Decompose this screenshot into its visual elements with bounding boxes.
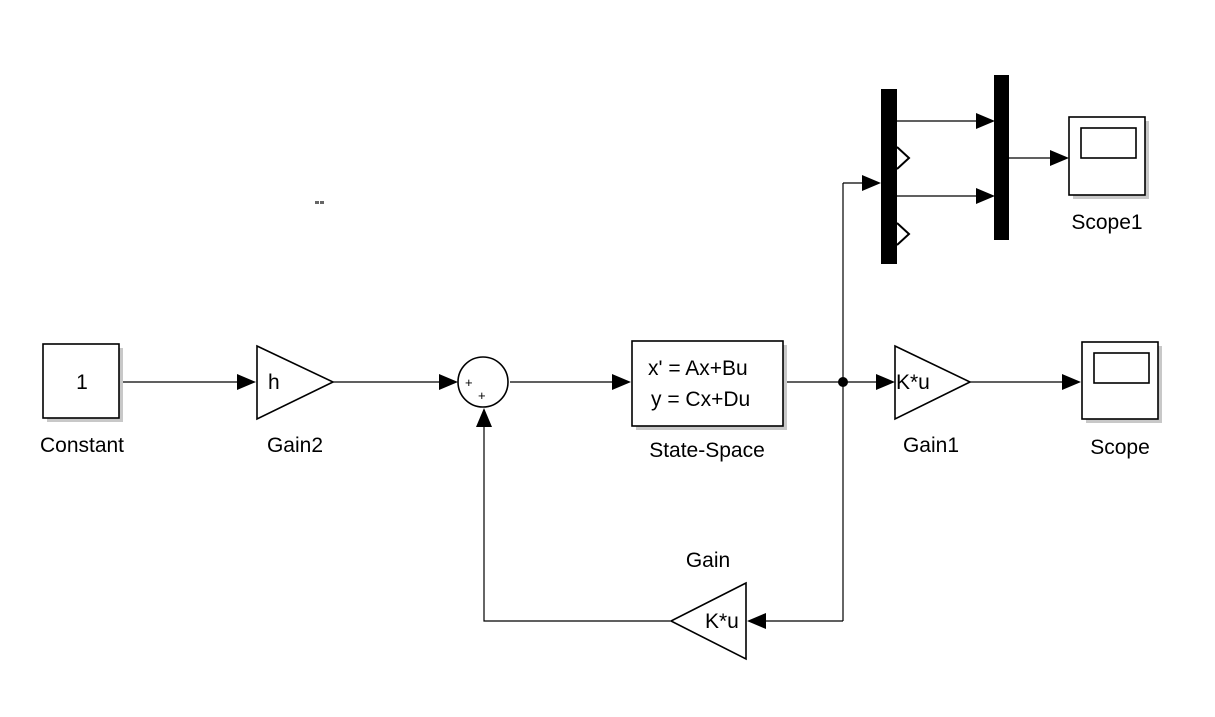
demux-bar bbox=[881, 89, 897, 264]
gain-triangle bbox=[669, 581, 747, 661]
sum-circle bbox=[457, 356, 509, 408]
arrowhead-gain-in bbox=[747, 613, 766, 629]
constant-block[interactable]: 1 bbox=[42, 343, 123, 422]
mux-block[interactable] bbox=[994, 75, 1009, 240]
gain2-value: h bbox=[268, 371, 280, 394]
arrowhead-mux-in-2 bbox=[976, 188, 995, 204]
arrowhead-scope1-in bbox=[1050, 150, 1069, 166]
scope-block[interactable] bbox=[1081, 341, 1162, 423]
sum-sign-1: + bbox=[465, 375, 473, 390]
gain-value: K*u bbox=[705, 610, 739, 633]
signal-lines bbox=[122, 120, 1064, 622]
scope-screen bbox=[1093, 352, 1150, 384]
scope1-screen bbox=[1080, 127, 1137, 159]
state-space-equation-1: x' = Ax+Bu bbox=[648, 357, 748, 380]
line-gain-to-sum[interactable] bbox=[483, 427, 670, 622]
gain1-triangle bbox=[894, 344, 972, 421]
scope-label: Scope bbox=[1090, 436, 1150, 459]
arrowhead-demux-in bbox=[862, 175, 881, 191]
gain2-label: Gain2 bbox=[267, 434, 323, 457]
constant-value: 1 bbox=[76, 371, 88, 394]
demux-chevron-1 bbox=[896, 146, 911, 170]
mux-bar bbox=[994, 75, 1009, 240]
canvas-marker bbox=[315, 201, 319, 204]
scope1-block[interactable] bbox=[1068, 116, 1149, 199]
gain2-block[interactable]: h bbox=[256, 344, 335, 421]
state-space-block[interactable]: x' = Ax+Bu y = Cx+Du bbox=[631, 340, 787, 430]
arrowhead-gain1-in bbox=[876, 374, 895, 390]
branch-point[interactable] bbox=[838, 377, 848, 387]
scope1-label: Scope1 bbox=[1071, 211, 1142, 234]
sum-block[interactable]: + + bbox=[457, 356, 509, 408]
gain-block[interactable]: K*u bbox=[669, 581, 747, 661]
arrowhead-gain2-in bbox=[237, 374, 256, 390]
gain2-triangle bbox=[256, 344, 335, 421]
state-space-body bbox=[631, 340, 784, 427]
gain1-block[interactable]: K*u bbox=[894, 344, 972, 421]
demux-chevron-2 bbox=[896, 222, 911, 246]
state-space-label: State-Space bbox=[649, 439, 765, 462]
state-space-equation-2: y = Cx+Du bbox=[651, 388, 750, 411]
arrowhead-statespace-in bbox=[612, 374, 631, 390]
arrowheads bbox=[237, 113, 1081, 629]
gain-label: Gain bbox=[686, 549, 730, 572]
canvas-marker-2 bbox=[320, 201, 324, 204]
arrowhead-sum-in bbox=[439, 374, 458, 390]
constant-block-body bbox=[42, 343, 120, 419]
demux-block[interactable] bbox=[881, 89, 911, 264]
arrowhead-mux-in-1 bbox=[976, 113, 995, 129]
gain1-label: Gain1 bbox=[903, 434, 959, 457]
arrowhead-sum-feedback-in bbox=[476, 408, 492, 427]
sum-sign-2: + bbox=[478, 388, 486, 403]
arrowhead-scope-in bbox=[1062, 374, 1081, 390]
constant-label: Constant bbox=[40, 434, 124, 457]
gain1-value: K*u bbox=[896, 371, 930, 394]
